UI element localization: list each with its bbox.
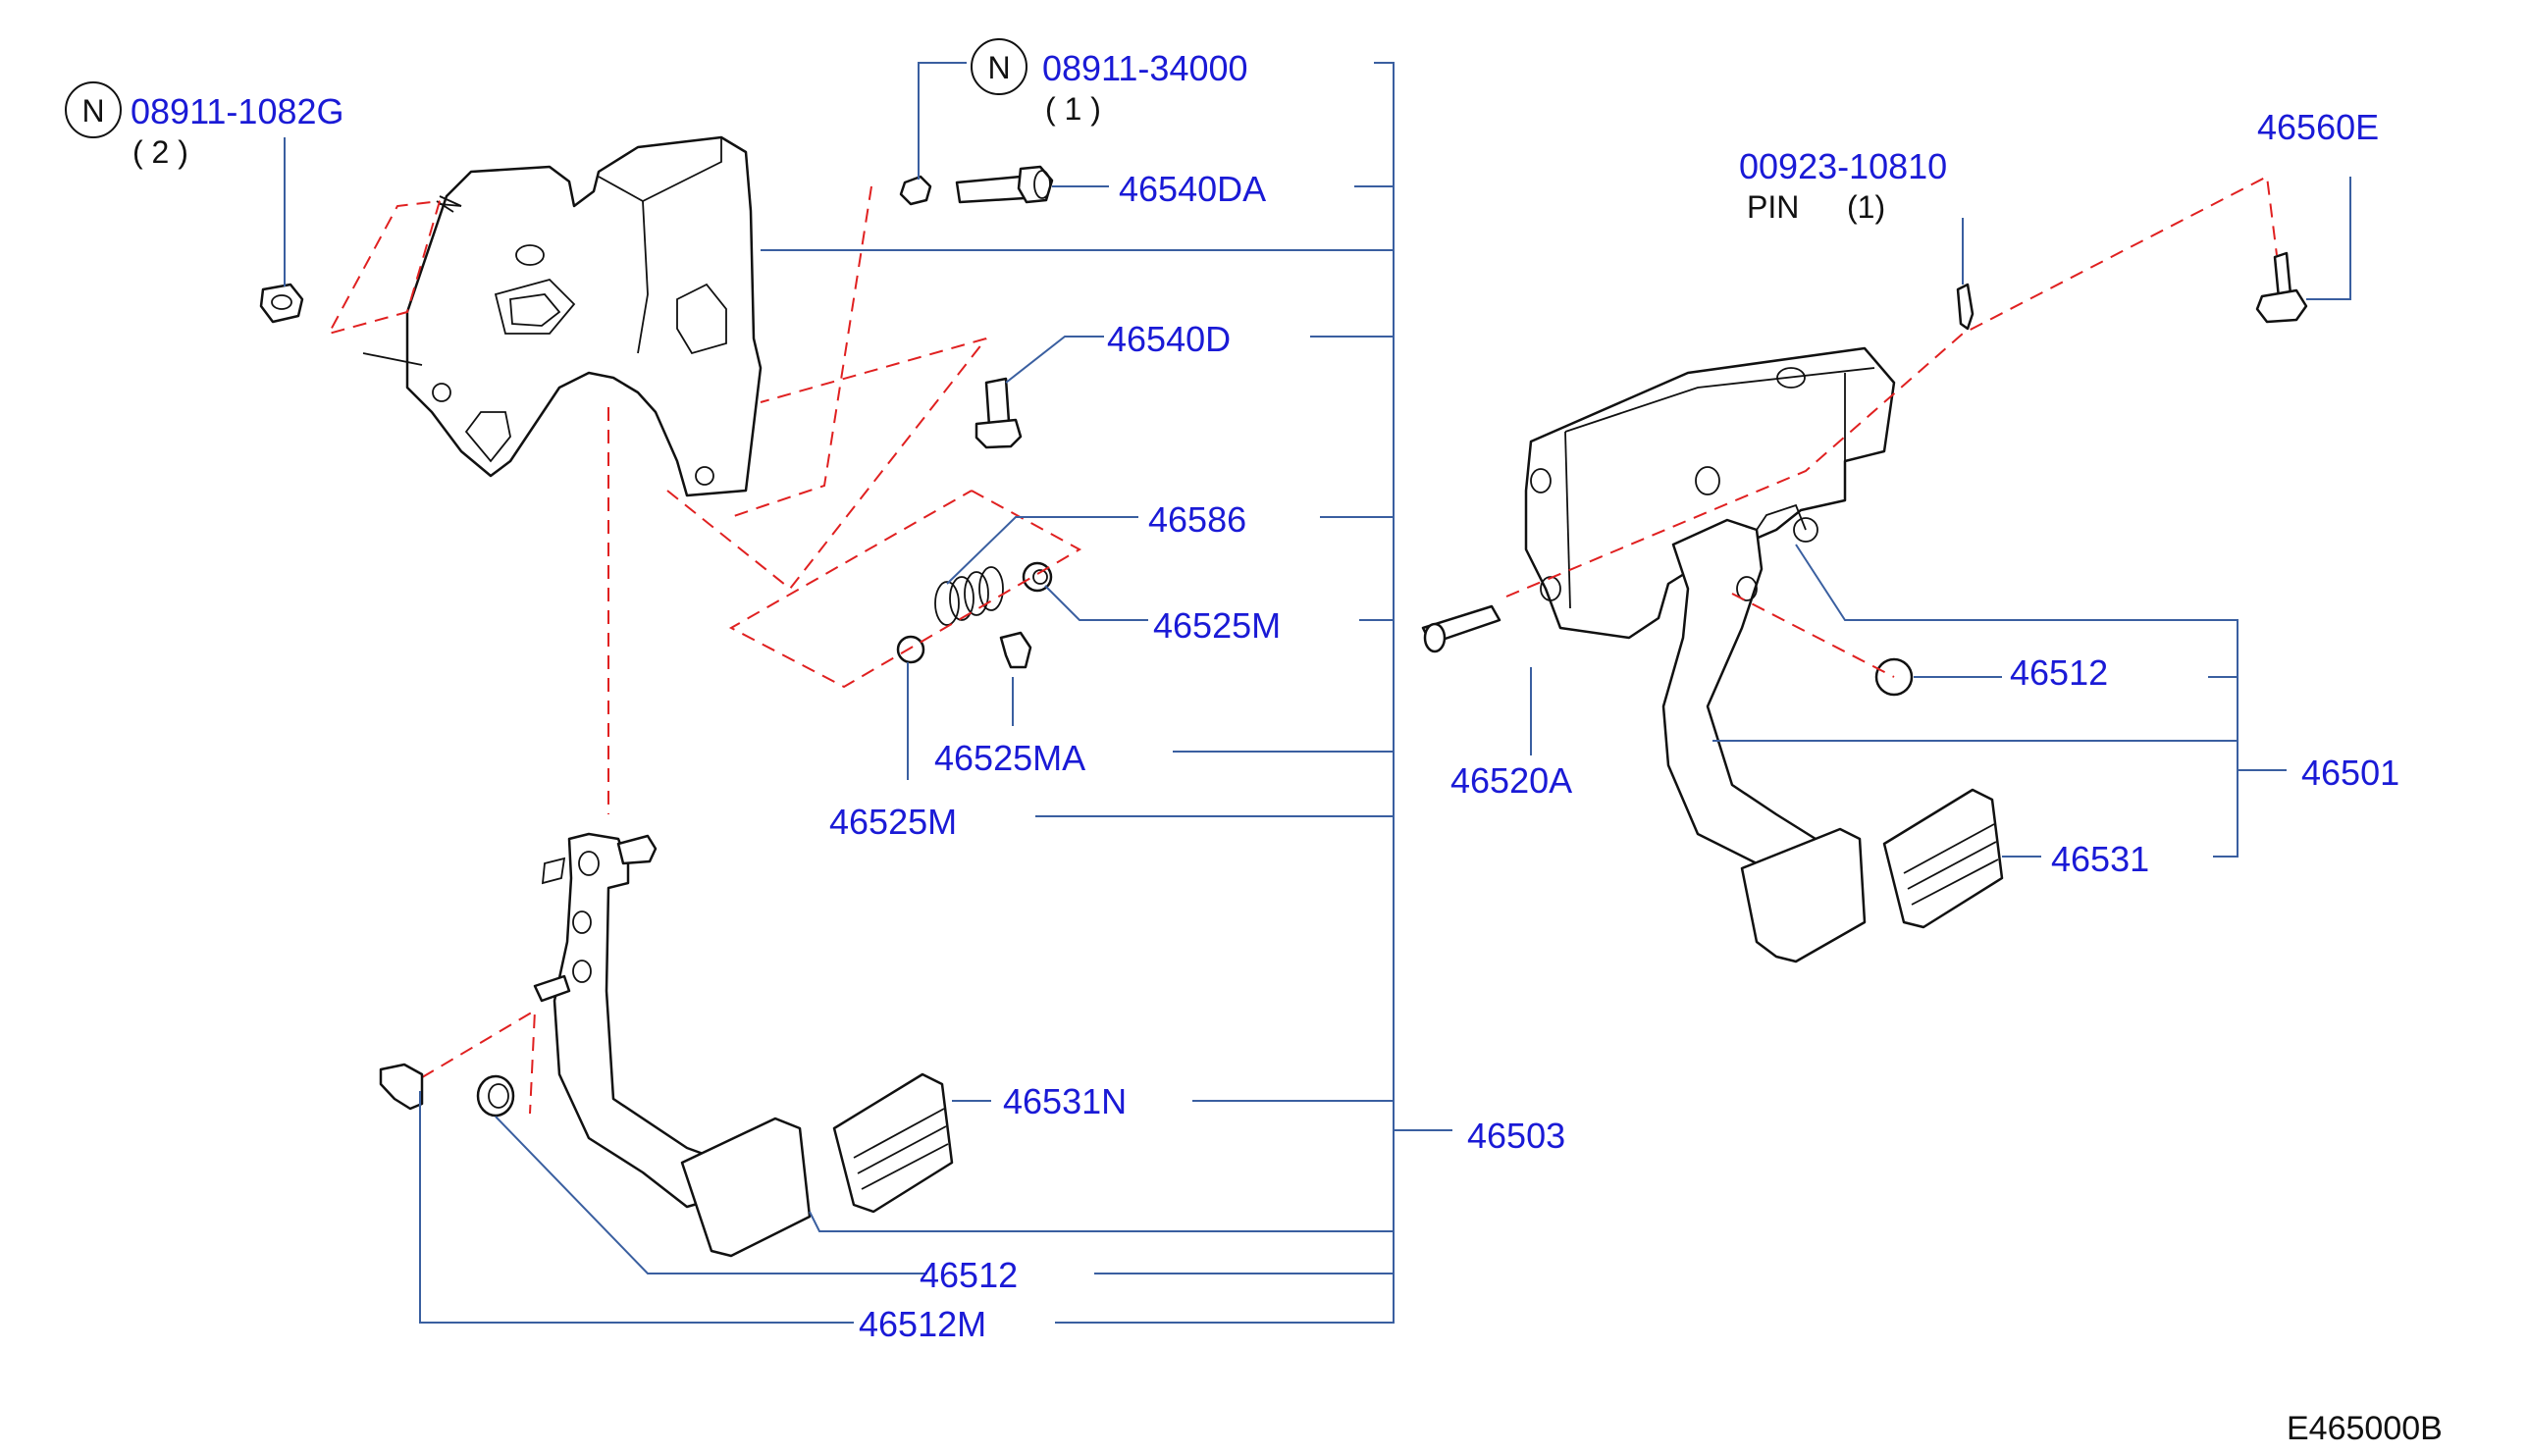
label-46531: 46531 bbox=[2051, 839, 2149, 879]
label-46525ma: 46525MA bbox=[934, 738, 1085, 778]
pedal-pad-left bbox=[680, 1117, 812, 1258]
label-46512-right: 46512 bbox=[2010, 652, 2108, 693]
label-46525m-upper: 46525M bbox=[1153, 605, 1281, 646]
label-46540da: 46540DA bbox=[1119, 169, 1266, 209]
pedal-pad-rubber-46531 bbox=[1882, 788, 2004, 929]
label-qty-1: ( 1 ) bbox=[1045, 91, 1101, 127]
label-46540d: 46540D bbox=[1107, 319, 1231, 359]
label-46525m-lower: 46525M bbox=[829, 802, 957, 842]
label-46531n: 46531N bbox=[1003, 1081, 1127, 1121]
bushing-lower bbox=[896, 635, 925, 664]
label-46501: 46501 bbox=[2301, 753, 2399, 793]
label-46560e: 46560E bbox=[2257, 107, 2379, 147]
pedal-pad-right-main bbox=[1740, 827, 1867, 963]
drawing-code: E465000B bbox=[2287, 1410, 2443, 1447]
pin-46520a bbox=[1421, 604, 1501, 653]
pin-00923-10810 bbox=[1956, 283, 1975, 331]
svg-text:N: N bbox=[81, 93, 104, 129]
nut-left bbox=[259, 283, 304, 324]
n-symbol-left: N bbox=[65, 81, 122, 138]
phantom-lines-right bbox=[1505, 175, 2278, 678]
label-qty-2: ( 2 ) bbox=[132, 134, 188, 170]
stopper-46512-left bbox=[476, 1074, 515, 1118]
svg-text:N: N bbox=[987, 50, 1010, 85]
label-46512m: 46512M bbox=[859, 1304, 986, 1344]
stopper-46512m bbox=[379, 1063, 424, 1111]
bolt-46540d bbox=[974, 377, 1023, 449]
clip-46525ma bbox=[999, 631, 1032, 669]
pedal-bracket-right bbox=[1524, 346, 1896, 640]
n-symbol-top: N bbox=[971, 38, 1027, 95]
label-pin-qty: (1) bbox=[1847, 189, 1885, 225]
label-00923-10810: 00923-10810 bbox=[1739, 146, 1947, 186]
pedal-arm-right bbox=[1661, 503, 1817, 865]
label-pin: PIN bbox=[1747, 189, 1799, 225]
pedal-bracket-left bbox=[362, 135, 763, 497]
phantom-lines-left bbox=[327, 185, 1082, 1115]
leader-lines bbox=[284, 62, 2351, 1324]
label-08911-1082g: 08911-1082G bbox=[131, 91, 344, 131]
label-46503: 46503 bbox=[1467, 1116, 1565, 1156]
label-46512-left: 46512 bbox=[920, 1255, 1018, 1295]
label-08911-34000: 08911-34000 bbox=[1042, 48, 1248, 88]
label-46520a: 46520A bbox=[1450, 760, 1572, 801]
label-46586: 46586 bbox=[1148, 499, 1246, 540]
pedal-pad-rubber-46531n bbox=[832, 1072, 954, 1214]
bolt-46560e bbox=[2255, 251, 2308, 324]
bolt-46540da bbox=[899, 165, 1054, 206]
spring-46586 bbox=[934, 566, 1004, 626]
